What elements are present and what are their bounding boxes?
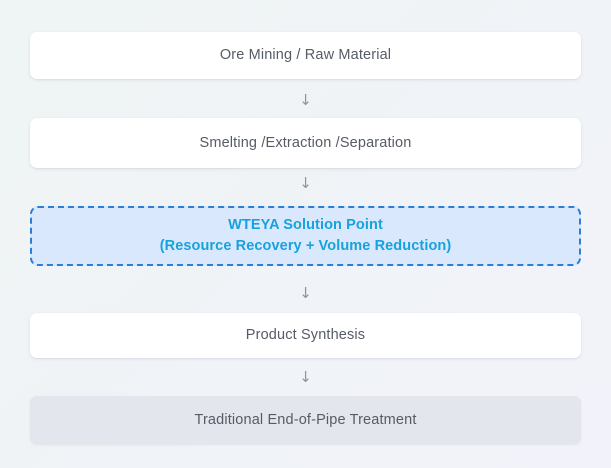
flow-node-label: Traditional End-of-Pipe Treatment <box>194 411 417 428</box>
flow-node-wteya-solution-point: WTEYA Solution Point (Resource Recovery … <box>30 206 581 266</box>
flow-node-label: Product Synthesis <box>245 327 366 344</box>
highlight-node-subtitle: (Resource Recovery + Volume Reduction) <box>159 238 452 254</box>
highlight-node-title: WTEYA Solution Point <box>228 216 383 233</box>
highlight-node-text-block: WTEYA Solution Point (Resource Recovery … <box>32 215 579 257</box>
flow-node-product-synthesis: Product Synthesis <box>30 313 581 358</box>
down-arrow-icon: ↓ <box>299 284 312 302</box>
down-arrow-icon: ↓ <box>299 368 312 386</box>
flow-node-label: Ore Mining / Raw Material <box>219 47 392 64</box>
down-arrow-icon: ↓ <box>299 174 312 192</box>
flow-node-traditional-treatment: Traditional End-of-Pipe Treatment <box>30 396 581 444</box>
flow-node-label: Smelting /Extraction /Separation <box>199 134 412 151</box>
flow-node-ore-mining: Ore Mining / Raw Material <box>30 32 581 79</box>
flow-node-smelting: Smelting /Extraction /Separation <box>30 118 581 168</box>
down-arrow-icon: ↓ <box>299 91 312 109</box>
